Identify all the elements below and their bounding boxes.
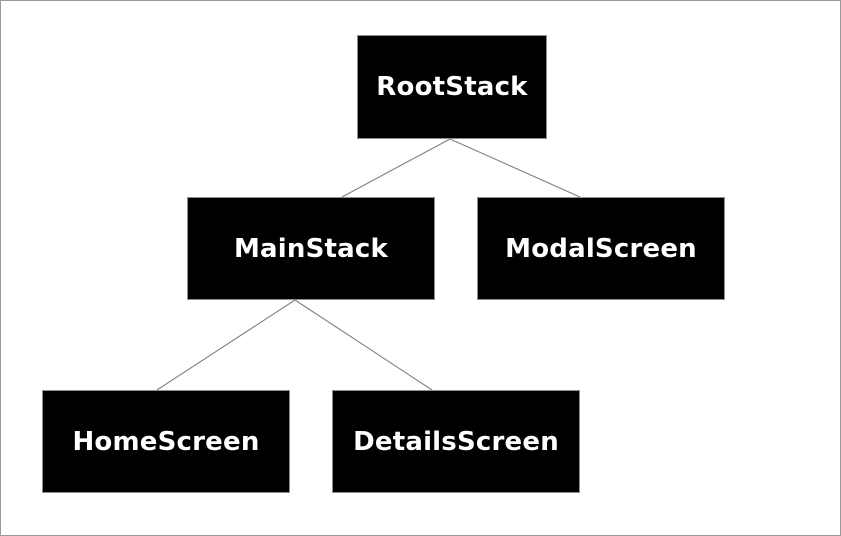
edge-rootstack-mainstack <box>341 138 451 198</box>
node-label-detailsscreen: DetailsScreen <box>353 426 559 457</box>
node-homescreen[interactable]: HomeScreen <box>42 390 290 493</box>
node-label-mainstack: MainStack <box>233 233 389 264</box>
edge-rootstack-modalscreen <box>449 138 581 198</box>
node-label-modalscreen: ModalScreen <box>505 233 697 264</box>
node-modalscreen[interactable]: ModalScreen <box>477 197 725 300</box>
edge-mainstack-detailsscreen <box>294 299 433 391</box>
node-detailsscreen[interactable]: DetailsScreen <box>332 390 580 493</box>
node-rootstack[interactable]: RootStack <box>357 35 547 139</box>
node-mainstack[interactable]: MainStack <box>187 197 435 300</box>
node-label-homescreen: HomeScreen <box>72 426 260 457</box>
node-label-rootstack: RootStack <box>376 72 528 102</box>
edge-mainstack-homescreen <box>156 299 296 391</box>
